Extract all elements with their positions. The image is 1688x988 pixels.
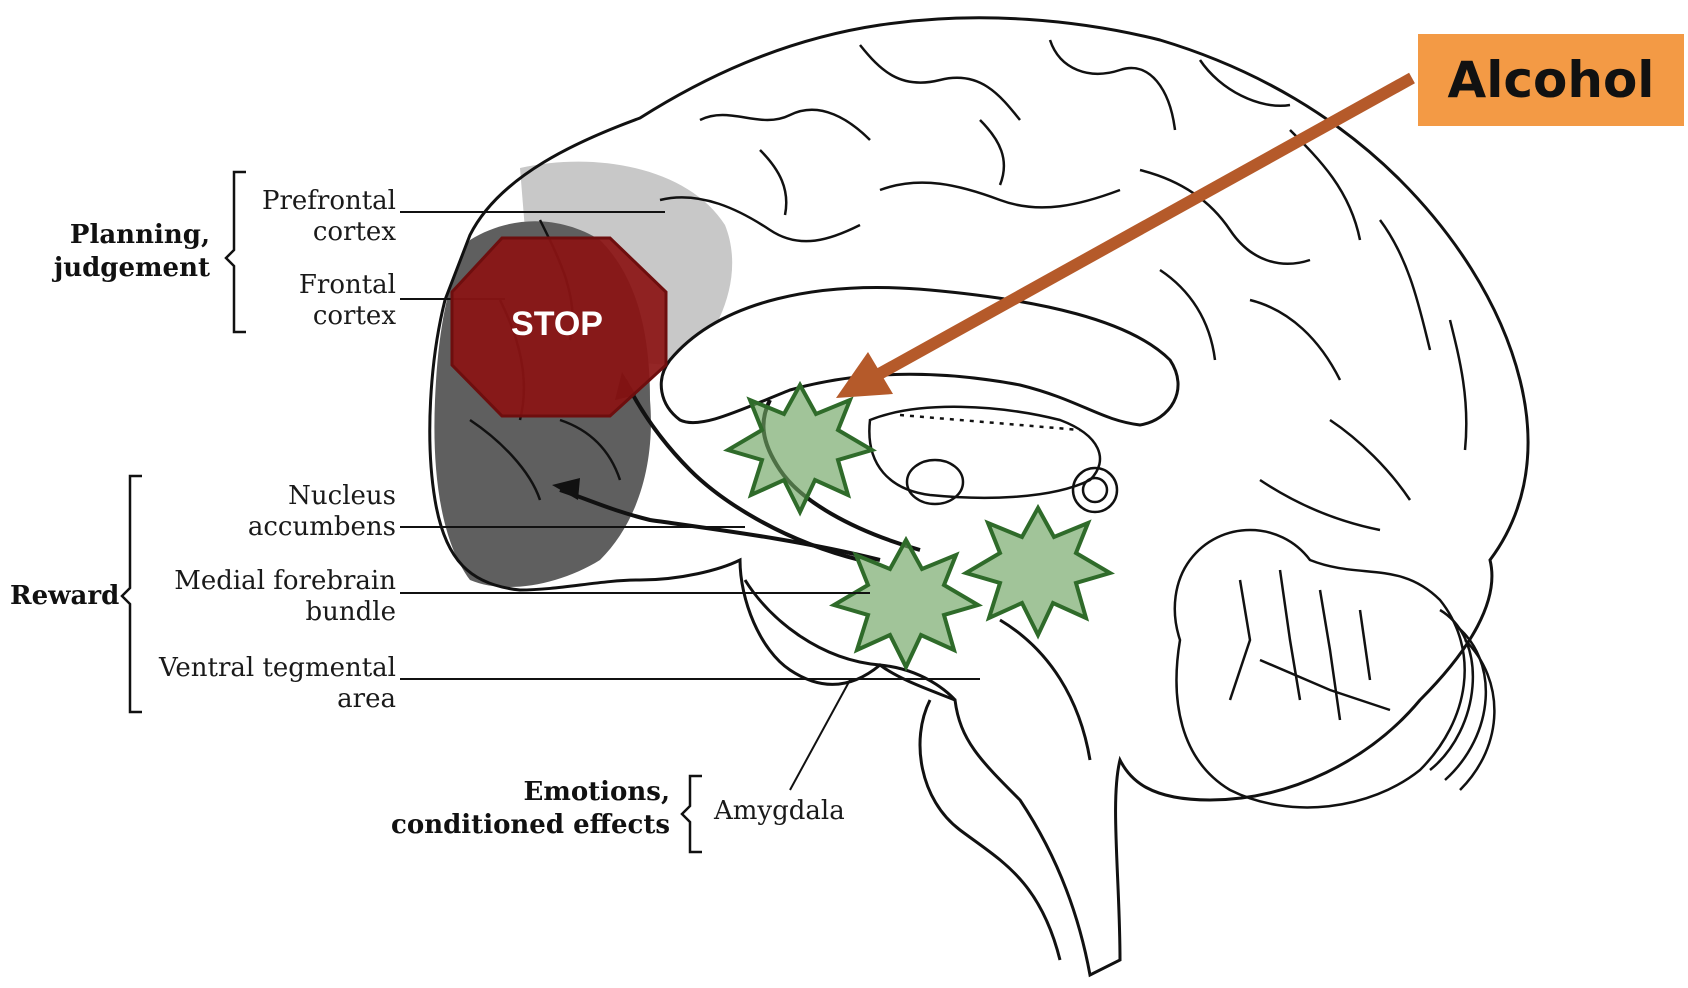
emotions-line2: conditioned effects — [380, 809, 670, 842]
reward-group-label: Reward — [10, 580, 119, 613]
alcohol-arrow — [872, 78, 1412, 378]
planning-group-label: Planning, judgement — [40, 219, 210, 285]
frontal-cortex-label: Frontal cortex — [200, 270, 396, 332]
forebrain-line2: bundle — [130, 597, 396, 628]
emotions-group-label: Emotions, conditioned effects — [380, 776, 670, 842]
nucleus-accumbens-label: Nucleus accumbens — [160, 481, 396, 543]
nucleus-line2: accumbens — [160, 512, 396, 543]
medial-forebrain-bundle-label: Medial forebrain bundle — [130, 566, 396, 628]
brainstem — [920, 620, 1090, 960]
forebrain-line1: Medial forebrain — [130, 566, 396, 597]
brace-emotions — [682, 776, 702, 852]
planning-line1: Planning, — [40, 219, 210, 252]
thalamus — [869, 407, 1117, 512]
prefrontal-line1: Prefrontal — [200, 186, 396, 217]
frontal-line1: Frontal — [200, 270, 396, 301]
planning-line2: judgement — [40, 252, 210, 285]
frontal-line2: cortex — [200, 301, 396, 332]
amygdala-label: Amygdala — [714, 796, 845, 827]
prefrontal-cortex-label: Prefrontal cortex — [200, 186, 396, 248]
vta-line2: area — [120, 684, 396, 715]
alcohol-label: Alcohol — [1448, 51, 1655, 109]
emotions-line1: Emotions, — [380, 776, 670, 809]
vta-line1: Ventral tegmental — [120, 653, 396, 684]
alcohol-badge: Alcohol — [1418, 34, 1684, 126]
stop-sign-label: STOP — [457, 305, 657, 344]
nucleus-line1: Nucleus — [160, 481, 396, 512]
ventral-tegmental-area-label: Ventral tegmental area — [120, 653, 396, 715]
prefrontal-line2: cortex — [200, 217, 396, 248]
cerebellum — [1175, 530, 1495, 807]
